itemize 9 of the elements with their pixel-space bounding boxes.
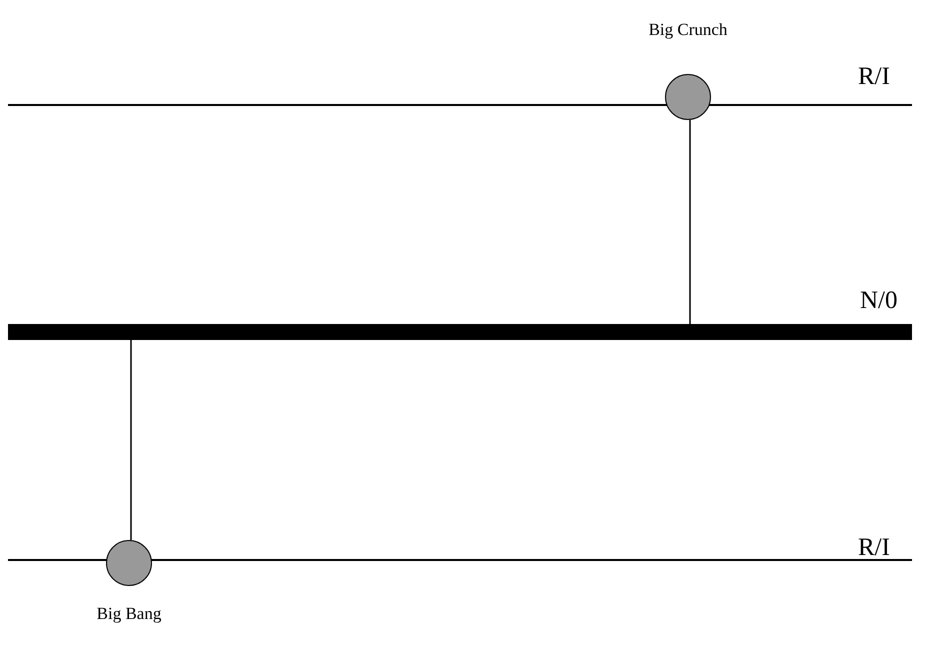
connector-line [130, 340, 132, 540]
event-label: Big Bang [96, 604, 162, 624]
event-label: Big Crunch [648, 20, 728, 40]
horizontal-line [8, 559, 912, 561]
connector-line [689, 120, 691, 324]
line-label: R/I [858, 535, 890, 560]
horizontal-line [8, 104, 912, 106]
line-label: R/I [858, 64, 890, 89]
line-label: N/0 [860, 288, 898, 313]
